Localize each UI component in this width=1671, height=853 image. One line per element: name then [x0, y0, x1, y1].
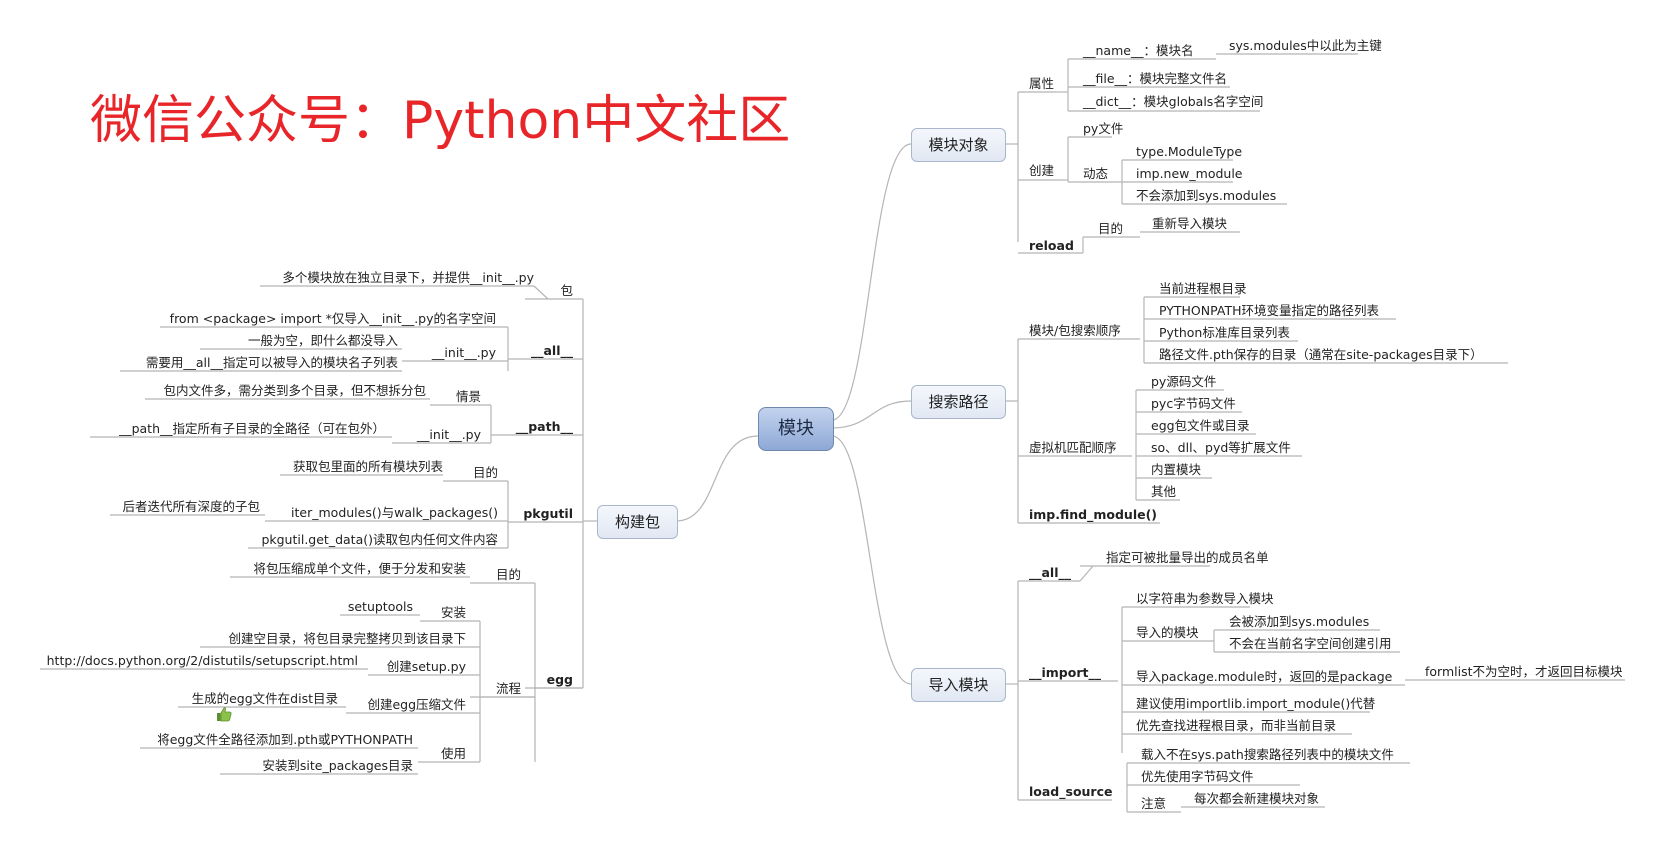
node-import-item[interactable]: 导入的模块: [1136, 625, 1199, 640]
node-setuptools[interactable]: setuptools: [347, 599, 413, 614]
node-pkg-all[interactable]: __all__: [530, 343, 573, 358]
connector: [1079, 565, 1094, 582]
node-import-item[interactable]: 优先查找进程根目录，而非当前目录: [1136, 718, 1337, 733]
node-search-path[interactable]: 搜索路径: [911, 385, 1006, 419]
node-imp-new[interactable]: imp.new_module: [1136, 166, 1243, 181]
node-all-init[interactable]: __init__.py: [431, 345, 496, 360]
node-use-note[interactable]: 安装到site_packages目录: [262, 758, 413, 773]
node-order-item[interactable]: 路径文件.pth保存的目录（通常在site-packages目录下）: [1159, 347, 1483, 362]
node-attributes[interactable]: 属性: [1029, 76, 1055, 91]
node-import-all[interactable]: __all__: [1029, 565, 1072, 580]
node-load-item[interactable]: 优先使用字节码文件: [1141, 769, 1254, 784]
node-py-file[interactable]: py文件: [1083, 121, 1124, 136]
connector: [533, 285, 549, 300]
node-vm-item[interactable]: pyc字节码文件: [1151, 396, 1236, 411]
node-package[interactable]: 包: [560, 283, 573, 298]
node-use[interactable]: 使用: [440, 746, 466, 761]
node-imported-sub[interactable]: 会被添加到sys.modules: [1229, 614, 1370, 629]
node-iter-modules[interactable]: iter_modules()与walk_packages(): [291, 505, 498, 520]
node-all-note[interactable]: from <package> import *仅导入__init__.py的名字…: [169, 311, 496, 326]
node-egg[interactable]: egg: [546, 672, 573, 687]
node-scenario-note[interactable]: 包内文件多，需分类到多个目录，但不想拆分包: [163, 383, 426, 398]
node-package-note[interactable]: 多个模块放在独立目录下，并提供__init__.py: [282, 270, 534, 285]
node-reimport[interactable]: 重新导入模块: [1152, 216, 1228, 231]
node-vm-item[interactable]: egg包文件或目录: [1151, 418, 1250, 433]
node-imported-sub[interactable]: 不会在当前名字空间创建引用: [1229, 636, 1392, 651]
node-vm-item[interactable]: so、dll、pyd等扩展文件: [1151, 440, 1291, 455]
node-pkg-purpose-note[interactable]: 获取包里面的所有模块列表: [292, 459, 443, 474]
node-create-egg[interactable]: 创建egg压缩文件: [367, 697, 466, 712]
connector-root-search-path: [831, 400, 912, 429]
connector-root-module-object: [831, 143, 912, 421]
node-note-sub[interactable]: 每次都会新建模块对象: [1194, 791, 1320, 806]
node-all-note[interactable]: 需要用__all__指定可以被导入的模块名子列表: [145, 355, 398, 370]
node-vm-order[interactable]: 虚拟机匹配顺序: [1029, 440, 1117, 455]
node-pkg-purpose[interactable]: 目的: [472, 465, 498, 480]
node-pkg-path[interactable]: __path__: [515, 419, 573, 434]
connector-root-import-module: [831, 435, 912, 685]
watermark-title: 微信公众号：Python中文社区: [90, 91, 791, 151]
node-create-egg-note[interactable]: 生成的egg文件在dist目录: [191, 691, 338, 706]
node-iter-note[interactable]: 后者迭代所有深度的子包: [122, 499, 260, 514]
node-find-module[interactable]: imp.find_module(): [1029, 507, 1158, 522]
node-order-item[interactable]: Python标准库目录列表: [1159, 325, 1290, 340]
node-not-added[interactable]: 不会添加到sys.modules: [1136, 188, 1277, 203]
node-search-order[interactable]: 模块/包搜索顺序: [1029, 323, 1121, 338]
node-type-module[interactable]: type.ModuleType: [1136, 144, 1243, 159]
node-file-attr[interactable]: __file__：模块完整文件名: [1083, 71, 1228, 86]
node-name-attr[interactable]: __name__：模块名: [1083, 43, 1194, 58]
node-egg-purpose[interactable]: 目的: [495, 567, 521, 582]
node-scenario[interactable]: 情景: [455, 389, 481, 404]
node-path-init[interactable]: __init__.py: [416, 427, 481, 442]
node-pkgutil[interactable]: pkgutil: [523, 506, 573, 521]
node-formlist-note[interactable]: formlist不为空时，才返回目标模块: [1425, 664, 1623, 679]
node-load-item[interactable]: 载入不在sys.path搜索路径列表中的模块文件: [1141, 747, 1394, 762]
root-node[interactable]: 模块: [758, 407, 834, 451]
node-all-note[interactable]: 一般为空，即什么都没导入: [247, 333, 398, 348]
node-order-item[interactable]: 当前进程根目录: [1159, 281, 1247, 296]
node-use-note[interactable]: 将egg文件全路径添加到.pth或PYTHONPATH: [157, 732, 413, 747]
node-reload[interactable]: reload: [1029, 238, 1074, 253]
node-create-setup[interactable]: 创建setup.py: [386, 659, 466, 674]
node-dunder-import[interactable]: __import__: [1029, 665, 1101, 680]
node-name-note[interactable]: sys.modules中以此为主键: [1229, 38, 1382, 53]
connector-root-build-package: [675, 435, 759, 522]
node-vm-item[interactable]: py源码文件: [1151, 374, 1217, 389]
node-create[interactable]: 创建: [1029, 163, 1055, 178]
node-import-item[interactable]: 导入package.module时，返回的是package: [1136, 669, 1393, 684]
node-import-module[interactable]: 导入模块: [911, 668, 1006, 702]
node-load-source[interactable]: load_source: [1029, 784, 1113, 799]
node-dict-attr[interactable]: __dict__：模块globals名字空间: [1083, 94, 1264, 109]
node-vm-item[interactable]: 其他: [1151, 484, 1177, 499]
node-load-item[interactable]: 注意: [1141, 796, 1167, 811]
node-build-package[interactable]: 构建包: [597, 505, 678, 539]
node-path-note[interactable]: __path__指定所有子目录的全路径（可在包外）: [119, 421, 385, 436]
node-create-setup-note[interactable]: http://docs.python.org/2/distutils/setup…: [46, 653, 358, 668]
node-import-item[interactable]: 建议使用importlib.import_module()代替: [1136, 696, 1376, 711]
node-reload-purpose[interactable]: 目的: [1098, 221, 1124, 236]
node-install[interactable]: 安装: [440, 605, 466, 620]
node-vm-item[interactable]: 内置模块: [1151, 462, 1202, 477]
node-module-object[interactable]: 模块对象: [911, 128, 1006, 162]
node-egg-purpose-note[interactable]: 将包压缩成单个文件，便于分发和安装: [253, 561, 466, 576]
node-dynamic[interactable]: 动态: [1083, 166, 1109, 181]
node-import-item[interactable]: 以字符串为参数导入模块: [1136, 591, 1274, 606]
node-flow[interactable]: 流程: [495, 681, 521, 696]
thumbs-up-icon: [217, 707, 232, 722]
node-import-all-note[interactable]: 指定可被批量导出的成员名单: [1106, 550, 1269, 565]
node-order-item[interactable]: PYTHONPATH环境变量指定的路径列表: [1159, 303, 1379, 318]
node-create-setup-note[interactable]: 创建空目录，将包目录完整拷贝到该目录下: [228, 631, 466, 646]
node-get-data[interactable]: pkgutil.get_data()读取包内任何文件内容: [261, 532, 498, 547]
